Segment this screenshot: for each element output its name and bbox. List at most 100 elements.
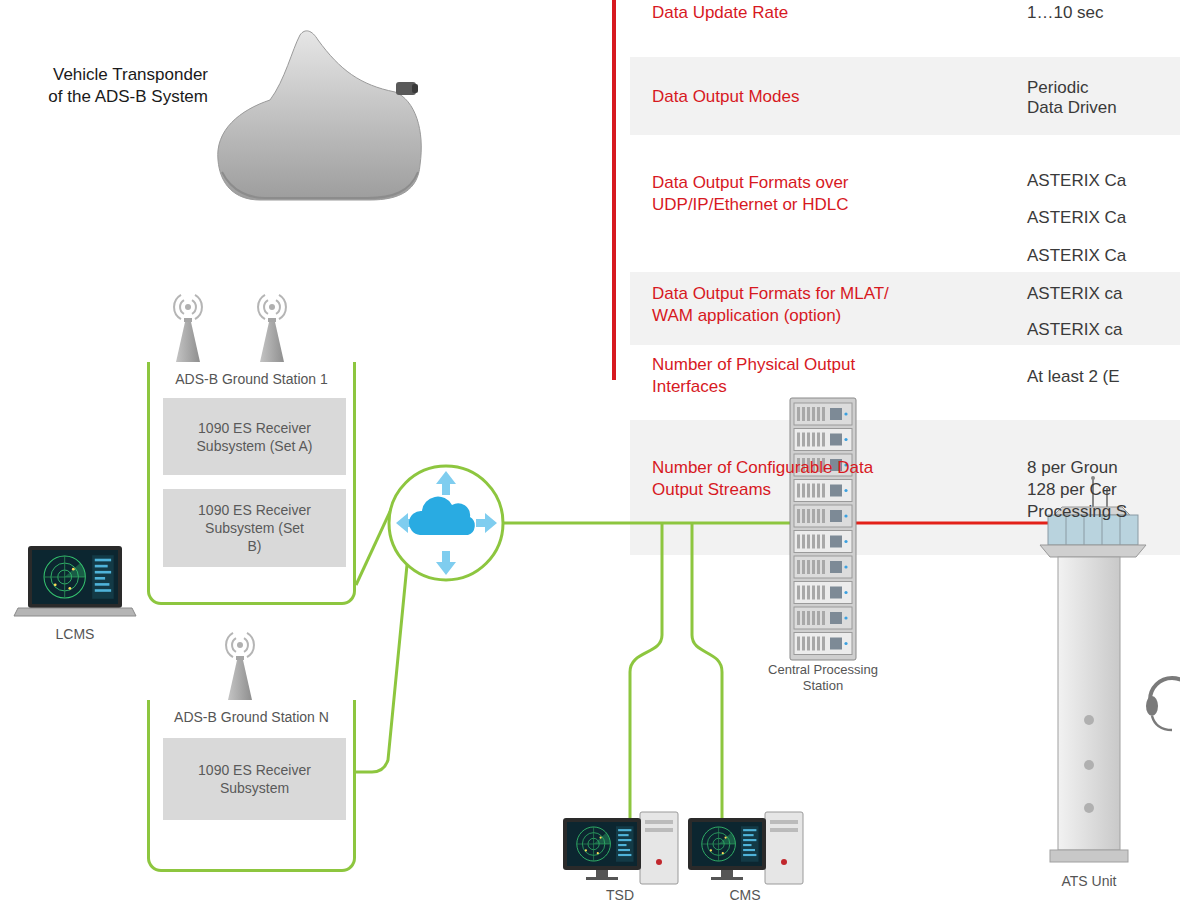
- table-cell: 1…10 sec: [1027, 2, 1104, 24]
- vehicle-transponder-part: [222, 172, 418, 198]
- drive-slot: [807, 433, 810, 447]
- workstation-icon-part: [721, 870, 733, 878]
- control-tower-part: [1040, 545, 1146, 557]
- drive-slot: [812, 560, 815, 574]
- drive-slot: [812, 586, 815, 600]
- drive-slot: [807, 484, 810, 498]
- ats-link: [856, 522, 1048, 525]
- workstation-icon-part: [656, 859, 662, 865]
- drive-slot: [812, 611, 815, 625]
- station-heading: ADS-B Ground Station N: [150, 708, 353, 726]
- workstation-icon-part: [770, 820, 798, 824]
- receiver-box: 1090 ES Receiver Subsystem (Set B): [163, 489, 346, 567]
- headset-icon-part: [1150, 678, 1180, 700]
- drive-slot: [802, 407, 805, 421]
- network-links-part: [692, 523, 722, 818]
- workstation-icon-part: [645, 820, 673, 824]
- network-links-part: [630, 523, 662, 818]
- icon-caption: LCMS: [35, 626, 115, 643]
- drive-slot: [797, 433, 800, 447]
- workstation-icon-part: [567, 822, 637, 866]
- workstation-icon-part: [640, 812, 678, 884]
- drive-slot: [817, 509, 820, 523]
- icon-caption: CMS: [715, 887, 775, 904]
- box-label: 1090 ES Receiver Subsystem (Set A): [197, 419, 313, 455]
- status-light: [844, 514, 847, 517]
- drive-slot: [807, 509, 810, 523]
- server-unit: [794, 480, 852, 502]
- server-panel: [830, 587, 842, 599]
- table-cell: ASTERIX Ca: [1027, 245, 1126, 267]
- status-light: [844, 642, 847, 645]
- drive-slot: [812, 637, 815, 651]
- status-light: [844, 540, 847, 543]
- network-cloud-part: [389, 466, 503, 580]
- status-light: [844, 591, 847, 594]
- workstation-icon-part: [688, 818, 766, 870]
- server-panel: [830, 485, 842, 497]
- drive-slot: [807, 586, 810, 600]
- table-cell: At least 2 (E: [1027, 366, 1120, 388]
- drive-slot: [802, 637, 805, 651]
- drive-slot: [817, 535, 820, 549]
- drive-slot: [797, 484, 800, 498]
- antennas-part: [258, 295, 286, 362]
- server-unit: [794, 607, 852, 629]
- status-light: [844, 489, 847, 492]
- drive-slot: [807, 611, 810, 625]
- drive-slot: [817, 637, 820, 651]
- server-panel: [830, 408, 842, 420]
- receiver-box: 1090 ES Receiver Subsystem (Set A): [163, 398, 346, 475]
- control-tower-part: [1084, 760, 1094, 770]
- table-cell: ASTERIX ca: [1027, 319, 1122, 341]
- control-tower-part: [1058, 557, 1120, 850]
- drive-slot: [817, 407, 820, 421]
- drive-slot: [807, 535, 810, 549]
- table-cell: 128 per Cer: [1027, 479, 1117, 501]
- ground-station-outline: ADS-B Ground Station N1090 ES Receiver S…: [147, 700, 356, 872]
- workstation-icon-part: [770, 828, 798, 832]
- server-unit: [794, 582, 852, 604]
- workstation-icon-part: [586, 877, 618, 880]
- drive-slot: [802, 509, 805, 523]
- laptop-icon-part: [28, 546, 122, 608]
- divider-line: [612, 0, 616, 380]
- server-unit: [794, 505, 852, 527]
- workstation-icon: [563, 812, 678, 884]
- network-cloud-part: [409, 497, 475, 535]
- drive-slot: [812, 484, 815, 498]
- drive-slot: [817, 433, 820, 447]
- network-links-part: [356, 565, 407, 772]
- control-tower-part: [1084, 803, 1094, 813]
- status-light: [844, 565, 847, 568]
- drive-slot: [822, 535, 825, 549]
- drive-slot: [812, 433, 815, 447]
- server-panel: [830, 434, 842, 446]
- laptop-icon: [14, 546, 136, 616]
- server-rack-part: [790, 398, 856, 660]
- drive-slot: [802, 535, 805, 549]
- drive-slot: [822, 586, 825, 600]
- drive-slot: [822, 611, 825, 625]
- table-row-heading: Number of Configurable Data Output Strea…: [652, 457, 914, 501]
- workstation-icon-part: [645, 828, 673, 832]
- drive-slot: [817, 560, 820, 574]
- table-cell: ASTERIX Ca: [1027, 207, 1126, 229]
- network-cloud-part: [436, 551, 456, 575]
- table-row-heading: Data Output Modes: [652, 86, 914, 108]
- drive-slot: [797, 560, 800, 574]
- table-cell: Periodic: [1027, 77, 1088, 99]
- vehicle-transponder-part: [218, 31, 422, 200]
- drive-slot: [817, 611, 820, 625]
- server-unit: [794, 633, 852, 655]
- control-tower: [1040, 476, 1146, 862]
- server-unit: [794, 531, 852, 553]
- network-cloud-part: [476, 513, 497, 533]
- table-cell: 8 per Groun: [1027, 457, 1118, 479]
- vehicle-transponder-part: [412, 84, 418, 93]
- drive-slot: [822, 484, 825, 498]
- antennas-part: [226, 633, 254, 700]
- workstation-icon-part: [781, 859, 787, 865]
- drive-slot: [817, 586, 820, 600]
- workstation-icon-part: [596, 870, 608, 878]
